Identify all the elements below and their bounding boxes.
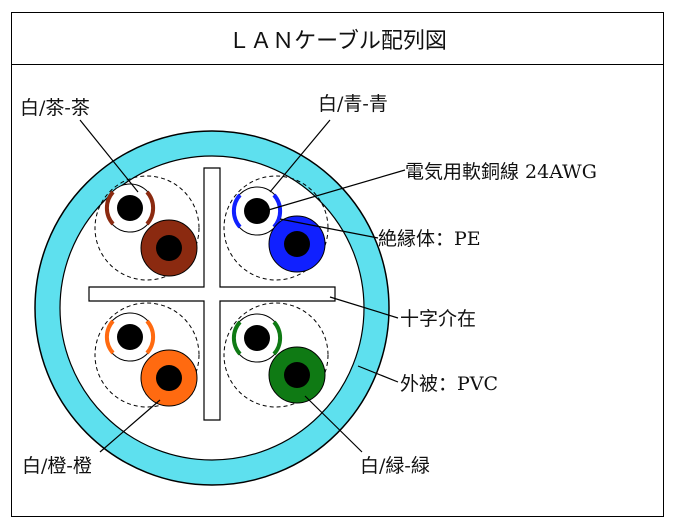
leader-conductor (264, 169, 406, 212)
leader-jacket (357, 365, 399, 383)
label-white-orange-orange: 白/橙-橙 (22, 455, 92, 477)
leader-insulation (279, 218, 379, 239)
label-white-green-green: 白/緑-緑 (360, 455, 430, 477)
pair-outline-orange (94, 302, 200, 408)
pair-orange (104, 312, 198, 407)
label-insulation: 絶縁体：PE (378, 228, 481, 250)
pair-outline-brown (94, 175, 200, 281)
label-cross-separator: 十字介在 (400, 308, 476, 330)
label-jacket: 外被：PVC (400, 373, 498, 395)
leader-white-orange (99, 399, 161, 453)
leader-white-blue (269, 119, 331, 193)
pair-brown (104, 183, 198, 277)
leader-white-brown (79, 119, 139, 193)
diagram-title: ＬＡＮケーブル配列図 (12, 13, 663, 65)
leader-cross (329, 296, 399, 319)
cross-separator (88, 167, 336, 421)
pair-blue (231, 186, 326, 273)
label-white-blue-blue: 白/青-青 (318, 93, 388, 115)
label-conductor: 電気用軟銅線 24AWG (405, 161, 597, 183)
pair-outline-green (223, 302, 329, 408)
pair-green (231, 313, 326, 404)
leader-white-green (304, 395, 363, 453)
label-white-brown-brown: 白/茶-茶 (20, 97, 90, 119)
